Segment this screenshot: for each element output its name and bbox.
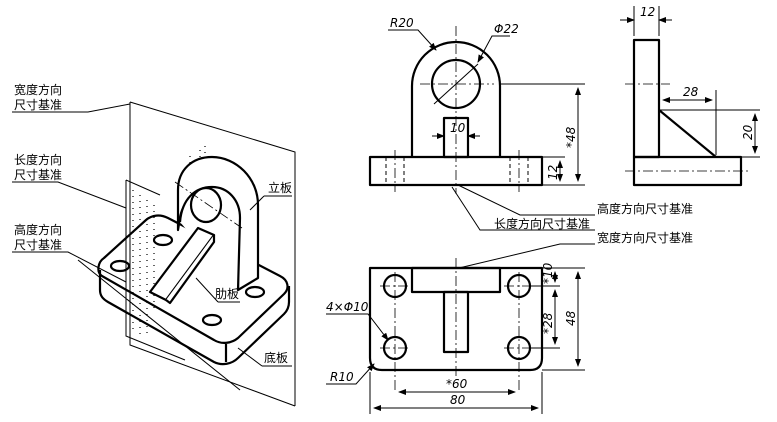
length-datum-label-1: 长度方向 [14,152,62,167]
front-rib-width-dim: 10 [450,121,466,135]
width-datum-label-1: 宽度方向 [14,82,62,97]
top-length-dim: 80 [450,393,466,407]
top-hole-spacing-y-dim: *28 [541,312,555,334]
height-datum-label-1: 高度方向 [14,222,62,237]
side-rib-length-dim: 28 [683,85,699,99]
base-plate [97,214,291,366]
width-datum-plane [129,101,296,407]
upright-label: 立板 [268,180,292,195]
front-height-dim: *48 [564,126,578,148]
front-height-datum-label: 高度方向尺寸基准 [597,201,693,216]
top-corner-radius-dim: R10 [330,370,354,384]
rib-label: 肋板 [215,286,239,301]
front-view [368,26,595,231]
front-diameter-dim: Φ22 [494,22,519,36]
side-thickness-dim: 12 [640,5,655,19]
top-holes-dim: 4×Φ10 [326,300,369,314]
base-label: 底板 [264,350,288,365]
front-length-datum-label: 长度方向尺寸基准 [494,216,590,231]
isometric-view: 宽度方向 尺寸基准 长度方向 尺寸基准 高度方向 尺寸基准 立板 肋板 底板 [12,82,296,407]
top-view [326,243,595,414]
front-base-height-dim: 12 [546,165,560,180]
top-width-dim: 48 [564,310,578,326]
width-datum-label-2: 尺寸基准 [14,98,62,112]
side-view [620,6,760,187]
top-hole-spacing-x-dim: *60 [446,377,468,391]
top-hole-offset-dim: *10 [541,262,555,284]
iso-leaders [12,103,292,367]
length-datum-label-2: 尺寸基准 [14,168,62,182]
height-datum-label-2: 尺寸基准 [14,238,62,252]
front-radius-dim: R20 [390,16,414,30]
length-datum-plane [125,179,186,361]
height-datum-plane [77,259,241,391]
rib [148,226,216,305]
top-width-datum-label: 宽度方向尺寸基准 [597,230,693,245]
side-rib-height-dim: 20 [741,124,755,140]
